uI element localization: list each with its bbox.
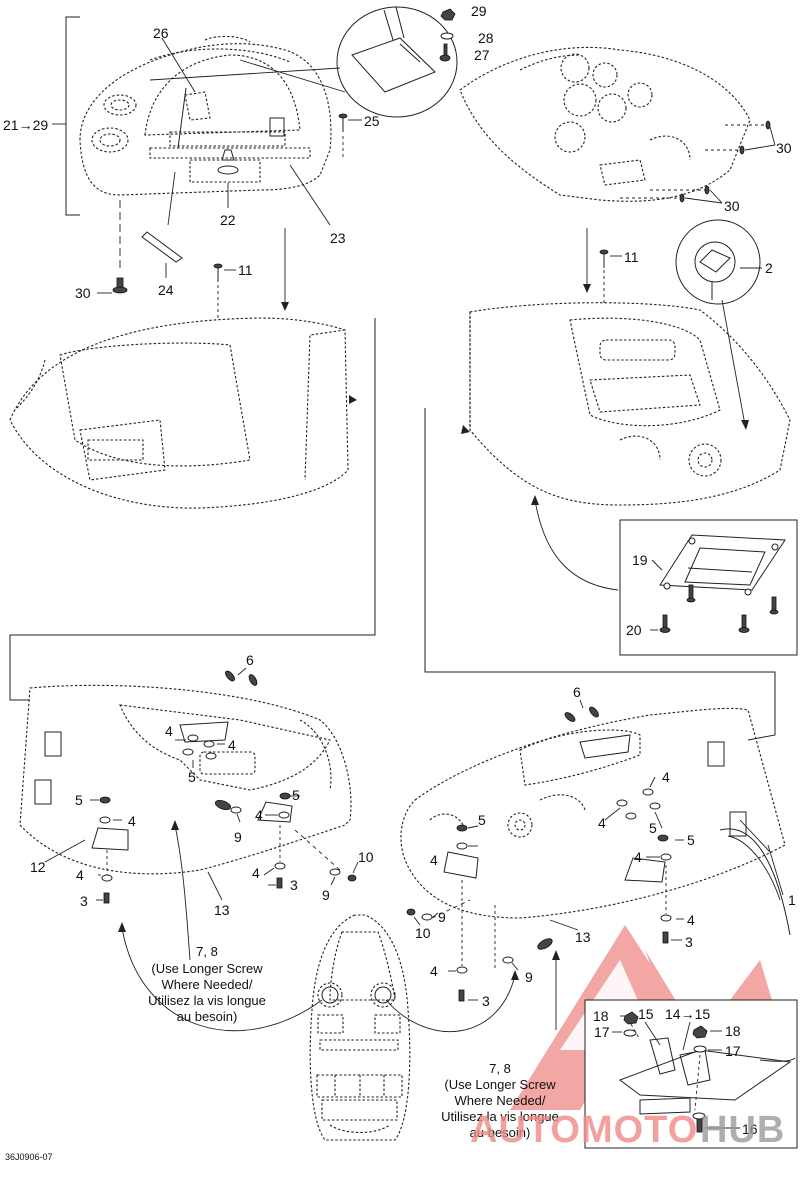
label-12: 12: [30, 859, 46, 875]
label-9-c: 9: [438, 909, 446, 925]
right-side-panel-1: [400, 707, 791, 936]
label-4-c: 4: [128, 813, 136, 829]
label-17-right: 17: [725, 1043, 741, 1059]
label-20: 20: [626, 622, 642, 638]
label-9-d: 9: [525, 969, 533, 985]
label-30-top: 30: [776, 140, 792, 156]
left-console-shell: [9, 317, 349, 509]
label-23: 23: [330, 230, 346, 246]
watermark-text-automoto: AUTOMOTO: [470, 1109, 698, 1151]
watermark-logo-text: AUTOMOTO HUB: [470, 1109, 785, 1151]
label-28: 28: [478, 30, 494, 46]
label-30-left: 30: [75, 285, 91, 301]
label-15: 15: [638, 1006, 654, 1022]
label-10-right: 10: [415, 925, 431, 941]
detail-box-14-18: [584, 999, 798, 1149]
label-4-f: 4: [252, 865, 260, 881]
note-left-line-3: Utilisez la vis longue: [148, 993, 266, 1008]
label-27: 27: [474, 47, 490, 63]
screws-30-right: [620, 120, 776, 204]
dash-panel-top-right: [459, 46, 751, 202]
boat-top-view: [309, 914, 411, 1141]
label-5-c: 5: [292, 787, 300, 803]
glove-box-assembly: [79, 35, 332, 196]
label-5-b: 5: [75, 792, 83, 808]
label-3-a: 3: [80, 893, 88, 909]
screw-11-left: [213, 263, 236, 320]
fastener-stack-27-29: [439, 8, 456, 62]
note-right-ref: 7, 8: [489, 1061, 511, 1076]
label-22: 22: [220, 212, 236, 228]
label-4-l: 4: [430, 963, 438, 979]
label-11-right: 11: [624, 249, 639, 265]
screw-30-left: [97, 200, 128, 294]
detail-lock-magnifier: [149, 6, 458, 118]
label-3-d: 3: [482, 993, 490, 1009]
label-5-d: 5: [478, 812, 486, 828]
label-30-bottom: 30: [724, 198, 740, 214]
label-24: 24: [158, 282, 174, 298]
label-4-k: 4: [687, 912, 695, 928]
label-4-g: 4: [662, 769, 670, 785]
label-25: 25: [364, 113, 380, 129]
screw-note-right: 7, 8 (Use Longer Screw Where Needed/ Uti…: [441, 1061, 559, 1140]
label-5-a: 5: [188, 769, 196, 785]
label-21-29: 21→29: [3, 117, 48, 133]
right-panel-hardware: [406, 699, 784, 1002]
note-right-line-4: au besoin): [470, 1125, 531, 1140]
screw-note-left: 7, 8 (Use Longer Screw Where Needed/ Uti…: [148, 944, 266, 1024]
label-13-left: 13: [214, 902, 230, 918]
screw-25: [338, 113, 362, 160]
label-4-i: 4: [430, 852, 438, 868]
label-17-left: 17: [594, 1024, 610, 1040]
diagram-code: 36J0906-07: [5, 1152, 53, 1162]
left-side-panel-12: [19, 684, 352, 875]
label-26: 26: [153, 25, 169, 41]
label-4-a: 4: [165, 723, 173, 739]
label-6-right: 6: [573, 684, 581, 700]
label-9-a: 9: [234, 829, 242, 845]
label-1: 1: [788, 892, 796, 908]
note-right-line-1: (Use Longer Screw: [444, 1077, 556, 1092]
left-panel-hardware: [44, 667, 359, 904]
label-14-15: 14→15: [665, 1006, 710, 1022]
note-right-line-2: Where Needed/: [454, 1093, 545, 1108]
label-11-left: 11: [238, 262, 253, 278]
seal-strip-24: [141, 231, 183, 278]
label-18-left: 18: [593, 1008, 609, 1024]
group-bracket-21-29: [52, 16, 80, 216]
key-switch-detail-2: [675, 219, 762, 430]
watermark-text-hub: HUB: [700, 1109, 785, 1151]
screw-11-right: [599, 249, 622, 305]
label-4-e: 4: [76, 867, 84, 883]
label-13-right: 13: [575, 929, 591, 945]
label-3-b: 3: [290, 877, 298, 893]
label-16: 16: [742, 1121, 758, 1137]
note-left-line-2: Where Needed/: [161, 977, 252, 992]
label-3-c: 3: [685, 934, 693, 950]
label-5-e: 5: [649, 820, 657, 836]
label-4-j: 4: [634, 849, 642, 865]
label-29: 29: [471, 3, 487, 19]
right-console-shell: [469, 302, 791, 506]
label-5-f: 5: [687, 832, 695, 848]
part-labels: 21→29 26 22 23 24 30 25 29 28 27 11 11 2…: [3, 3, 796, 1137]
detail-box-19-20: [619, 519, 798, 656]
label-10-left: 10: [358, 849, 374, 865]
label-6-left: 6: [246, 652, 254, 668]
label-19: 19: [632, 552, 648, 568]
label-18-right: 18: [725, 1023, 741, 1039]
label-4-h: 4: [598, 815, 606, 831]
label-4-d: 4: [255, 807, 263, 823]
label-4-b: 4: [228, 737, 236, 753]
note-left-line-4: au besoin): [177, 1009, 238, 1024]
note-left-ref: 7, 8: [196, 944, 218, 959]
note-left-line-1: (Use Longer Screw: [151, 961, 263, 976]
note-right-line-3: Utilisez la vis longue: [441, 1109, 559, 1124]
label-9-b: 9: [322, 887, 330, 903]
label-2: 2: [765, 260, 773, 276]
